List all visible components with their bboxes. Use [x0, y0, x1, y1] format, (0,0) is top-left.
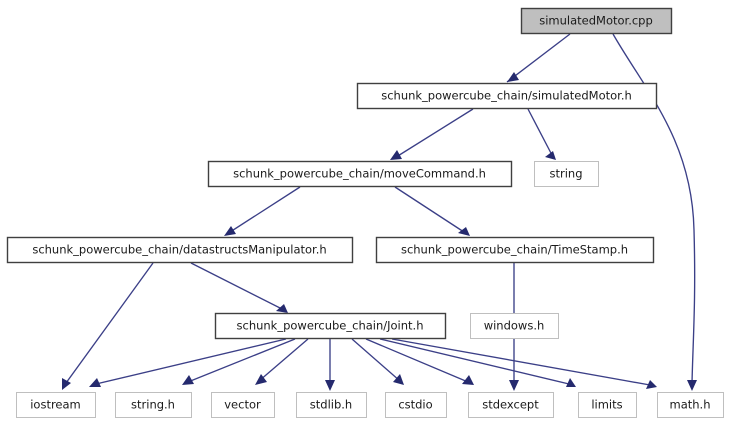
node-string[interactable]: string: [534, 161, 599, 187]
node-label: string.h: [131, 398, 175, 412]
arrowhead-icon: [462, 375, 474, 385]
node-box[interactable]: [207, 160, 513, 188]
node-label: windows.h: [484, 319, 545, 333]
node-windows_h[interactable]: windows.h: [470, 313, 559, 339]
edge-Joint_h-to-stdlib_h: [325, 339, 335, 391]
node-box[interactable]: [211, 392, 275, 418]
arrowhead-icon: [687, 380, 697, 391]
edge-Joint_h-to-string_h: [182, 338, 296, 385]
node-box[interactable]: [375, 236, 655, 264]
node-stdlib_h[interactable]: stdlib.h: [296, 392, 367, 418]
edge-line: [95, 338, 287, 385]
node-label: schunk_powercube_chain/moveCommand.h: [233, 167, 486, 181]
edge-Joint_h-to-limits: [379, 338, 576, 387]
node-box[interactable]: [385, 392, 447, 418]
edge-simulatedMotor_cpp-to-simulatedMotor_h: [506, 33, 571, 83]
node-datastructsManipulator_h[interactable]: schunk_powercube_chain/datastructsManipu…: [6, 236, 354, 264]
node-box[interactable]: [470, 313, 559, 339]
node-limits[interactable]: limits: [578, 392, 637, 418]
edge-simulatedMotor_h-to-moveCommand_h: [390, 108, 474, 160]
node-label: string: [549, 167, 582, 181]
node-label: schunk_powercube_chain/datastructsManipu…: [32, 243, 326, 257]
node-box[interactable]: [657, 392, 724, 418]
edge-moveCommand_h-to-TimeStamp_h: [394, 186, 470, 236]
edge-Joint_h-to-vector: [255, 338, 309, 385]
nodes-layer: simulatedMotor.cpp schunk_powercube_chain…: [6, 7, 724, 418]
arrowhead-icon: [224, 226, 236, 236]
arrowhead-icon: [276, 304, 288, 313]
node-Joint_h[interactable]: schunk_powercube_chain/Joint.h: [214, 312, 447, 340]
edge-line: [351, 338, 401, 382]
arrowhead-icon: [390, 150, 402, 160]
edge-Joint_h-to-stdexcept: [365, 338, 474, 385]
edge-simulatedMotor_h-to-string: [527, 108, 556, 160]
node-label: cstdio: [398, 398, 432, 412]
node-label: iostream: [30, 398, 81, 412]
node-label: vector: [224, 398, 261, 412]
edge-line: [527, 108, 554, 158]
node-box[interactable]: [214, 312, 447, 340]
edge-line: [379, 338, 570, 385]
arrowhead-icon: [646, 380, 657, 389]
node-vector[interactable]: vector: [211, 392, 275, 418]
node-box[interactable]: [520, 7, 673, 35]
node-label: stdlib.h: [310, 398, 352, 412]
node-label: stdexcept: [482, 398, 539, 412]
node-box[interactable]: [468, 392, 554, 418]
arrowhead-icon: [393, 374, 404, 385]
edge-line: [391, 338, 651, 386]
node-cstdio[interactable]: cstdio: [385, 392, 447, 418]
node-string_h[interactable]: string.h: [115, 392, 192, 418]
arrowhead-icon: [545, 151, 556, 160]
edge-line: [365, 338, 469, 383]
arrowhead-icon: [89, 378, 101, 387]
edge-datastructsManipulator_h-to-Joint_h: [190, 262, 288, 313]
node-box[interactable]: [296, 392, 367, 418]
node-box[interactable]: [6, 236, 354, 264]
node-stdexcept[interactable]: stdexcept: [468, 392, 554, 418]
edge-line: [506, 33, 571, 83]
arrowhead-icon: [566, 378, 576, 387]
node-label: limits: [591, 398, 622, 412]
node-label: math.h: [670, 398, 711, 412]
edge-line: [65, 262, 154, 384]
edge-Joint_h-to-cstdio: [351, 338, 404, 385]
node-box[interactable]: [534, 161, 599, 187]
edge-datastructsManipulator_h-to-iostream: [62, 262, 154, 390]
edge-line: [392, 108, 474, 160]
node-moveCommand_h[interactable]: schunk_powercube_chain/moveCommand.h: [207, 160, 513, 188]
edge-Joint_h-to-iostream: [89, 338, 287, 387]
node-simulatedMotor_cpp[interactable]: simulatedMotor.cpp: [520, 7, 673, 35]
arrowhead-icon: [182, 375, 194, 385]
edge-line: [394, 186, 468, 235]
node-box[interactable]: [16, 392, 96, 418]
edge-line: [187, 338, 296, 383]
edge-line: [190, 262, 285, 311]
edge-Joint_h-to-math_h: [391, 338, 657, 389]
arrowhead-icon: [509, 380, 519, 391]
node-math_h[interactable]: math.h: [657, 392, 724, 418]
edge-simulatedMotor_cpp-to-math_h: [612, 33, 697, 391]
node-label: simulatedMotor.cpp: [539, 14, 653, 28]
edge-line: [258, 338, 309, 382]
node-box[interactable]: [578, 392, 637, 418]
arrowhead-icon: [255, 374, 267, 385]
node-label: schunk_powercube_chain/simulatedMotor.h: [381, 89, 632, 103]
node-simulatedMotor_h[interactable]: schunk_powercube_chain/simulatedMotor.h: [356, 82, 658, 110]
edge-line: [612, 33, 696, 384]
edge-moveCommand_h-to-datastructsManipulator_h: [224, 186, 301, 236]
node-box[interactable]: [356, 82, 658, 110]
node-box[interactable]: [115, 392, 192, 418]
node-TimeStamp_h[interactable]: schunk_powercube_chain/TimeStamp.h: [375, 236, 655, 264]
arrowhead-icon: [62, 378, 71, 390]
node-iostream[interactable]: iostream: [16, 392, 96, 418]
arrowhead-icon: [507, 72, 519, 82]
arrowhead-icon: [325, 380, 335, 391]
node-label: schunk_powercube_chain/TimeStamp.h: [401, 243, 628, 257]
node-label: schunk_powercube_chain/Joint.h: [237, 319, 424, 333]
arrowhead-icon: [458, 227, 470, 236]
edge-line: [226, 186, 301, 235]
